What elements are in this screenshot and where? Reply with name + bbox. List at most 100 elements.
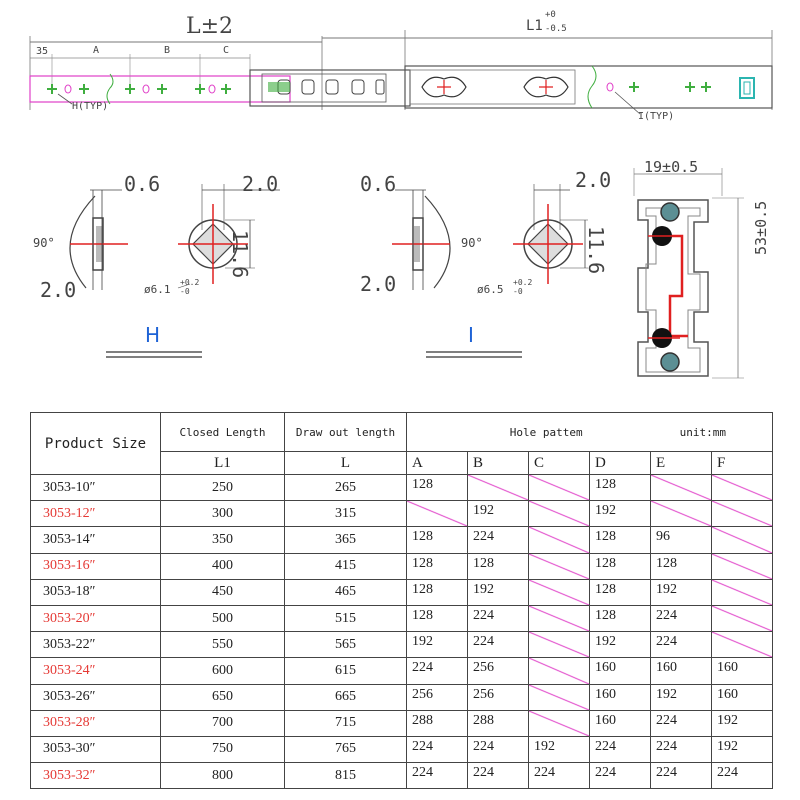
closed-length-cell: 700 <box>160 709 285 737</box>
hole-cell-e <box>650 473 712 502</box>
closed-length-cell: 500 <box>160 604 285 633</box>
hole-cell-c <box>528 552 590 580</box>
hole-cell-f <box>710 631 774 659</box>
closed-length-cell: 600 <box>160 657 285 685</box>
hole-cell-e: 224 <box>650 762 712 790</box>
hole-cell-c <box>528 709 590 737</box>
middle-slots <box>277 79 385 95</box>
hole-cell-f <box>710 552 774 580</box>
hole-cell-d: 128 <box>589 473 651 502</box>
h-cross-height-label: 11.6 <box>228 230 252 279</box>
h-hole-tol-upper: +0.2 <box>180 278 200 287</box>
draw-out-length-cell: 465 <box>284 578 407 606</box>
draw-out-length-cell: 815 <box>284 762 407 790</box>
hole-cell-a: 128 <box>406 604 468 633</box>
h-typ-callout: H(TYP) <box>72 101 109 112</box>
spec-table: Product Size Closed Length Draw out leng… <box>30 412 774 790</box>
hole-cell-c <box>528 526 590 554</box>
hole-cell-f: 160 <box>710 657 774 685</box>
header-closed-length: Closed Length <box>160 412 285 452</box>
pitch-b-label: B <box>164 45 171 56</box>
i-hole-tol-lower: -0 <box>513 287 523 296</box>
closed-tol-lower: -0.5 <box>545 24 567 34</box>
hole-cell-a: 128 <box>406 578 468 606</box>
draw-out-length-cell: 365 <box>284 526 407 554</box>
i-hole-tol-upper: +0.2 <box>513 278 533 287</box>
i-angle-label: 90° <box>461 236 483 250</box>
draw-out-length-cell: 715 <box>284 709 407 737</box>
hole-cell-f <box>710 578 774 606</box>
hole-cell-f: 192 <box>710 735 774 764</box>
hole-cell-c: 192 <box>528 735 590 764</box>
hole-cell-f <box>710 604 774 633</box>
hole-cell-c: 224 <box>528 762 590 790</box>
draw-out-length-cell: 265 <box>284 473 407 502</box>
closed-length-cell: 550 <box>160 631 285 659</box>
hole-cell-e: 96 <box>650 526 712 554</box>
product-size-cell: 3053-30″ <box>30 735 161 764</box>
detail-i-title: I <box>468 323 474 347</box>
hole-cell-a: 224 <box>406 657 468 685</box>
slot-holes <box>64 82 614 94</box>
pitch-c-label: C <box>223 45 230 56</box>
i-countersink-view <box>392 189 451 290</box>
hole-cell-d: 128 <box>589 604 651 633</box>
hole-cell-a <box>406 500 468 528</box>
width-dim-label: 19±0.5 <box>644 158 699 176</box>
pitch-a-label: A <box>93 45 100 56</box>
pitch-35-label: 35 <box>36 46 49 57</box>
hole-cell-d: 224 <box>589 762 651 790</box>
hole-cell-d: 160 <box>589 657 651 685</box>
detail-title-underlines <box>106 351 522 358</box>
draw-out-length-cell: 515 <box>284 604 407 633</box>
h-countersink-view <box>69 189 128 290</box>
hole-cell-b: 256 <box>467 683 529 711</box>
hole-cell-e: 224 <box>650 735 712 764</box>
slide-side-view <box>29 30 773 115</box>
header-col-b: B <box>467 451 529 475</box>
product-size-cell: 3053-32″ <box>30 762 161 790</box>
i-hole-markers <box>421 76 569 98</box>
unit-label: unit:mm <box>679 425 726 439</box>
overall-length-label: L±2 <box>186 14 234 39</box>
draw-out-length-cell: 415 <box>284 552 407 580</box>
hole-cell-b: 192 <box>467 500 529 528</box>
hole-cell-a: 224 <box>406 735 468 764</box>
hole-cell-b: 256 <box>467 657 529 685</box>
header-col-f: F <box>710 451 774 475</box>
hole-cell-c <box>528 683 590 711</box>
hole-cell-a: 224 <box>406 762 468 790</box>
hole-cell-b: 224 <box>467 526 529 554</box>
h-hole-view <box>177 184 280 289</box>
hole-cell-b: 128 <box>467 552 529 580</box>
i-wall-label: 2.0 <box>360 272 397 296</box>
i-cross-height-label: 11.6 <box>584 226 608 275</box>
hole-cell-d: 128 <box>589 526 651 554</box>
h-hole-dia-label: ø6.1 <box>144 283 171 296</box>
header-draw-out-length: Draw out length <box>284 412 407 452</box>
hole-cell-c <box>528 657 590 685</box>
draw-out-length-cell: 665 <box>284 683 407 711</box>
header-l1: L1 <box>160 451 285 475</box>
hole-cell-b <box>467 473 529 502</box>
header-l: L <box>284 451 407 475</box>
hole-cell-f: 192 <box>710 709 774 737</box>
hole-cell-d: 192 <box>589 631 651 659</box>
hole-cell-b: 224 <box>467 604 529 633</box>
product-size-cell: 3053-20″ <box>30 604 161 633</box>
header-col-d: D <box>589 451 651 475</box>
hole-cell-e: 224 <box>650 631 712 659</box>
hole-cell-d: 160 <box>589 683 651 711</box>
cross-section-view <box>633 168 744 379</box>
hole-cell-a: 128 <box>406 473 468 502</box>
h-hole-markers <box>47 84 231 94</box>
hole-cell-e: 192 <box>650 683 712 711</box>
hole-cell-c <box>528 500 590 528</box>
